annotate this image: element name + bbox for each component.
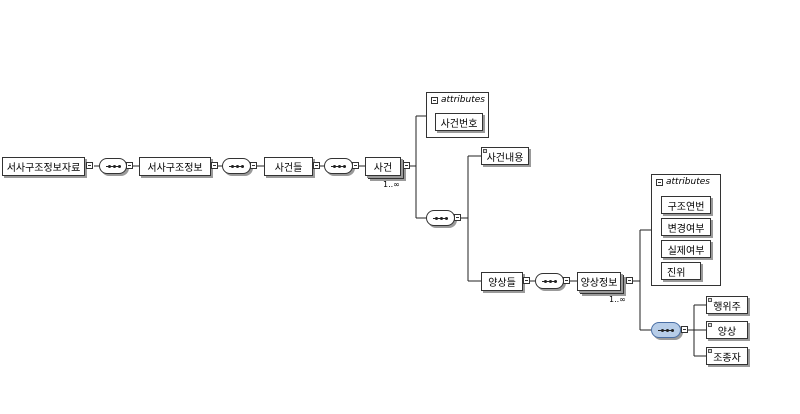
aspect-attributes-box: attributes 구조연번 변경여부 실제여부 진위 [651, 174, 721, 286]
aspects-expand-icon[interactable] [523, 277, 530, 284]
events-label: 사건들 [274, 163, 303, 174]
aspect-info-element[interactable]: 양상정보 [577, 272, 621, 291]
root-expand-icon[interactable] [86, 162, 93, 169]
aspects-label: 양상들 [488, 278, 516, 289]
sequence-compositor-1[interactable] [99, 158, 127, 174]
sequence-2-expand-icon[interactable] [250, 162, 257, 169]
child-element-label: 양상 [717, 326, 737, 338]
narrative-structure-label: 서사구조정보 [147, 163, 203, 174]
event-multiplicity: 1..∞ [383, 180, 400, 189]
aspect-attribute-item[interactable]: 구조연번 [661, 196, 711, 214]
aspect-info-expand-icon[interactable] [626, 277, 633, 284]
collapse-icon[interactable] [656, 178, 663, 186]
aspect-attribute-item[interactable]: 진위 [661, 262, 701, 280]
sequence-compositor-3[interactable] [324, 158, 353, 174]
aspect-info-label: 양상정보 [580, 278, 618, 289]
child-element[interactable]: 행위주 [706, 296, 748, 314]
aspect-attributes-header: attributes [666, 177, 710, 187]
narrative-structure-element[interactable]: 서사구조정보 [139, 157, 211, 176]
event-content-label: 사건내용 [486, 152, 524, 164]
collapse-icon[interactable] [431, 96, 438, 104]
event-element[interactable]: 사건 [365, 157, 401, 176]
selected-sequence-expand-icon[interactable] [681, 326, 688, 333]
sequence-4-expand-icon[interactable] [454, 214, 461, 221]
aspect-attribute-label: 진위 [667, 267, 686, 279]
event-attributes-header: attributes [441, 95, 485, 105]
child-element-label: 조종자 [713, 352, 741, 364]
aspect-attribute-label: 변경여부 [667, 223, 705, 235]
aspect-attribute-label: 실제여부 [667, 245, 705, 257]
sequence-compositor-5[interactable] [535, 273, 564, 289]
leaf-icon [708, 349, 712, 353]
child-element[interactable]: 양상 [706, 321, 748, 339]
sequence-1-expand-icon[interactable] [126, 162, 133, 169]
event-expand-icon[interactable] [403, 162, 410, 169]
root-element[interactable]: 서사구조정보자료 [2, 157, 85, 176]
child-element-label: 행위주 [713, 301, 741, 313]
event-attributes-box: attributes 사건번호 [426, 92, 489, 138]
aspects-element[interactable]: 양상들 [481, 272, 523, 291]
sequence-compositor-2[interactable] [222, 158, 251, 174]
events-expand-icon[interactable] [313, 162, 320, 169]
aspect-attribute-item[interactable]: 변경여부 [661, 218, 711, 236]
sequence-compositor-selected[interactable] [651, 322, 681, 338]
leaf-icon [708, 298, 712, 302]
leaf-icon [483, 149, 487, 153]
event-label: 사건 [373, 163, 393, 174]
events-element[interactable]: 사건들 [264, 157, 313, 176]
aspect-info-multiplicity: 1..∞ [609, 295, 626, 304]
sequence-5-expand-icon[interactable] [563, 277, 570, 284]
narrative-structure-expand-icon[interactable] [211, 162, 218, 169]
leaf-icon [708, 323, 712, 327]
sequence-compositor-4[interactable] [426, 210, 455, 226]
sequence-3-expand-icon[interactable] [352, 162, 359, 169]
child-element[interactable]: 조종자 [706, 347, 748, 365]
aspect-attribute-label: 구조연번 [667, 201, 705, 213]
root-element-label: 서사구조정보자료 [6, 163, 81, 174]
aspect-attribute-item[interactable]: 실제여부 [661, 240, 711, 258]
event-attribute-item[interactable]: 사건번호 [435, 113, 483, 131]
event-content-element[interactable]: 사건내용 [481, 147, 529, 165]
event-attribute-label: 사건번호 [440, 118, 478, 130]
